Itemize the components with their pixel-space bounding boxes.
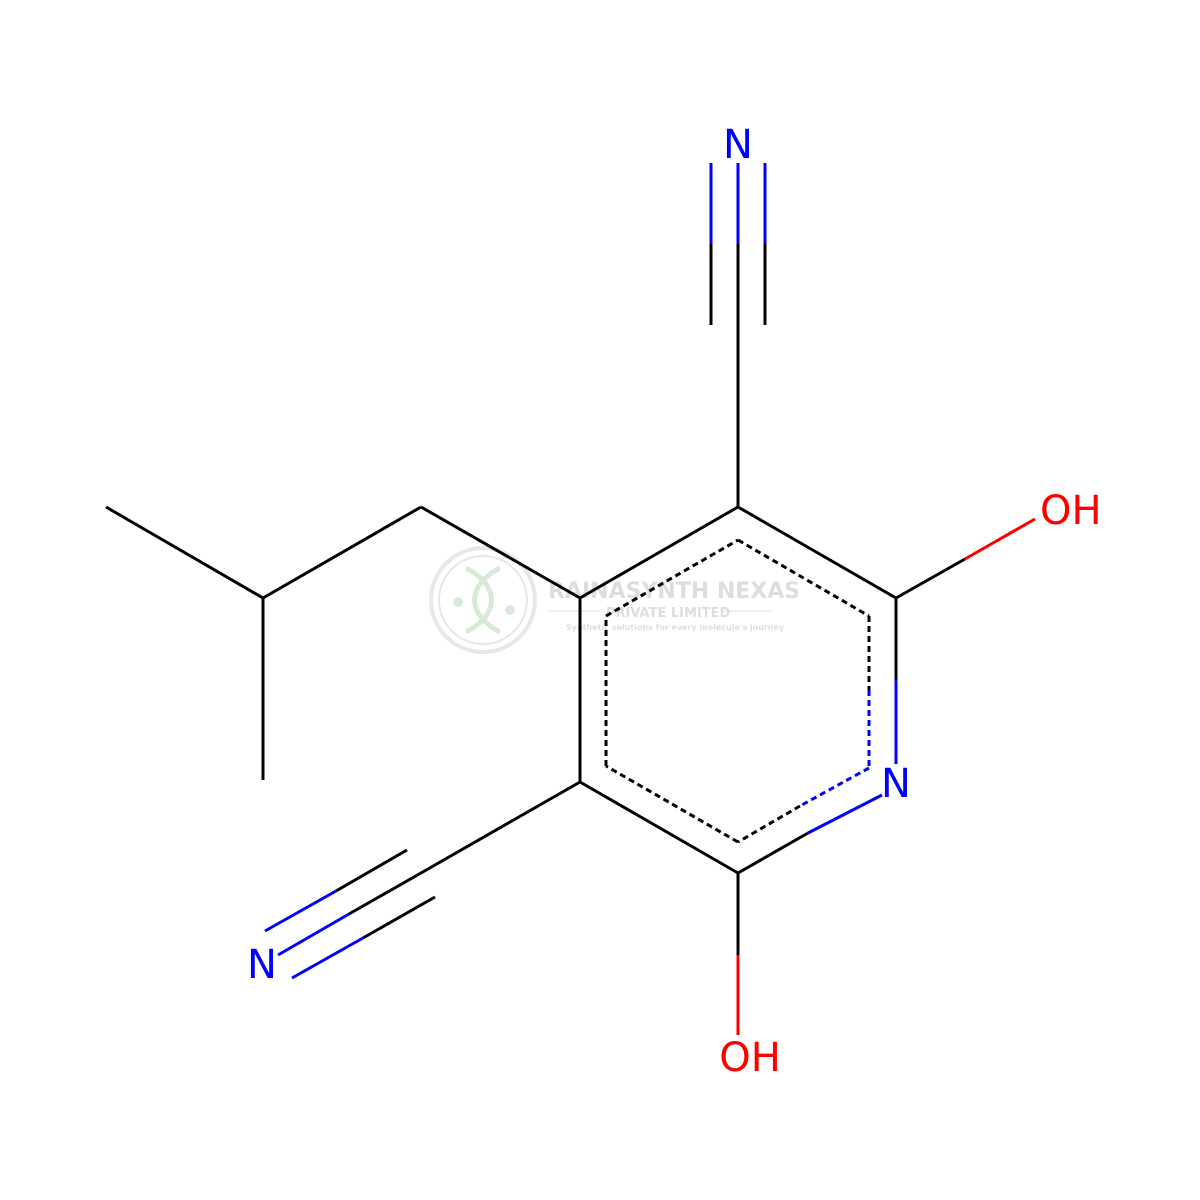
isobutyl-group xyxy=(105,505,581,780)
watermark: RAINASYNTH NEXAS PRIVATE LIMITED Synthet… xyxy=(429,546,800,654)
watermark-subtitle: PRIVATE LIMITED xyxy=(606,606,731,621)
ring-bond-c4-c3 xyxy=(579,505,739,600)
bond-c5-cn xyxy=(420,780,581,875)
bond-ch-ch2 xyxy=(262,505,422,600)
bond-c2-o-red xyxy=(964,517,1036,561)
nitrile-left xyxy=(264,780,581,980)
ring-bond-c6-c5 xyxy=(579,780,739,875)
bond-methyl-1 xyxy=(105,505,264,600)
ring-bond-c3-c2 xyxy=(737,505,897,600)
bond-ch2-ring xyxy=(420,505,581,600)
atom-label-ring-n: N xyxy=(881,761,911,807)
watermark-company: RAINASYNTH NEXAS xyxy=(548,579,800,604)
watermark-tagline: Synthetic solutions for every molecule's… xyxy=(566,623,785,632)
ring-bond-n-c6-blue xyxy=(807,793,883,835)
aromatic-inner-ring xyxy=(604,538,871,844)
atom-label-nitrile-n-top: N xyxy=(723,122,753,168)
ring-bond-n-c6-black xyxy=(737,831,809,875)
atom-label-oh-bottom: OH xyxy=(719,1035,781,1081)
dna-helix-logo xyxy=(429,546,537,654)
bond-c2-o-black xyxy=(895,557,966,600)
atom-label-oh-right: OH xyxy=(1040,488,1102,534)
nitrile-top xyxy=(709,163,767,507)
pyridine-ring xyxy=(578,505,898,875)
hydroxyl-bonds xyxy=(736,517,1036,1035)
atom-label-nitrile-n-left: N xyxy=(247,942,277,988)
